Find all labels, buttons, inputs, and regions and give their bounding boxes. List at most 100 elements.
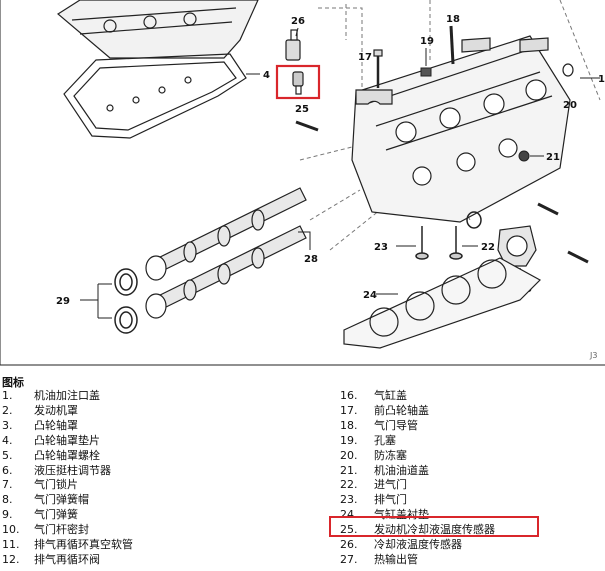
callout-19: 19 — [420, 36, 434, 47]
legend-item: 8. 气门弹簧帽 — [2, 493, 133, 508]
legend-item-number: 19. — [340, 433, 358, 447]
expansion-plug-part — [562, 63, 574, 77]
legend-item-number: 3. — [2, 418, 13, 432]
valve-guide-part — [449, 25, 455, 65]
camshaft-cover-gasket — [63, 53, 247, 139]
legend-item-number: 27. — [340, 552, 358, 566]
legend-item-number: 24. — [340, 508, 358, 522]
legend-highlight-25 — [329, 516, 539, 537]
callout-22: 22 — [481, 242, 495, 253]
cylinder-head — [351, 35, 571, 223]
legend-item-label: 气门导管 — [374, 418, 418, 432]
legend-title: 图标 — [2, 376, 24, 389]
legend-item-label: 气门弹簧帽 — [34, 493, 89, 507]
callout-21: 21 — [546, 152, 560, 163]
legend-item: 9. 气门弹簧 — [2, 508, 133, 523]
legend-item: 24. 气缸盖衬垫 — [340, 508, 495, 523]
legend-item: 6. 液压挺柱调节器 — [2, 464, 133, 479]
legend-item: 25. 发动机冷却液温度传感器 — [340, 523, 495, 538]
legend-item: 4. 凸轮轴罩垫片 — [2, 434, 133, 449]
legend-item-number: 23. — [340, 493, 358, 507]
legend-item: 12. 排气再循环阀 — [2, 553, 133, 568]
callout-26: 26 — [291, 16, 305, 27]
legend-item-label: 发动机冷却液温度传感器 — [374, 523, 495, 537]
legend-item-label: 气门锁片 — [34, 478, 78, 492]
hole-plug-part — [420, 67, 432, 77]
callout-29: 29 — [56, 296, 70, 307]
legend-item-number: 26. — [340, 538, 358, 552]
legend-item-number: 4. — [2, 433, 13, 447]
legend-item: 10.气门杆密封 — [2, 523, 133, 538]
legend-item-label: 孔塞 — [374, 433, 396, 447]
legend-item: 5. 凸轮轴罩螺栓 — [2, 449, 133, 464]
camshaft-caps — [461, 37, 549, 53]
legend-item-label: 热输出管 — [374, 552, 418, 566]
callout-23: 23 — [374, 242, 388, 253]
cylinder-head-gasket — [343, 257, 541, 349]
dowel-pin — [295, 120, 319, 132]
coolant-temp-sensor-part — [285, 29, 301, 61]
legend-item-number: 12. — [2, 552, 20, 566]
engine-coolant-temp-sensor-part — [292, 71, 304, 95]
legend-item-number: 21. — [340, 463, 358, 477]
callout-20: 20 — [563, 100, 577, 111]
legend-item: 27. 热输出管 — [340, 553, 495, 568]
camshaft-cover — [56, 0, 259, 59]
callout-4: 4 — [263, 70, 270, 81]
callout-24: 24 — [363, 290, 377, 301]
legend-item-label: 液压挺柱调节器 — [34, 463, 111, 477]
highlight-box-25 — [275, 64, 321, 100]
legend-item-label: 气门杆密封 — [34, 523, 89, 537]
camshaft-seals — [114, 268, 138, 334]
callout-25: 25 — [295, 104, 309, 115]
legend-item: 26.冷却液温度传感器 — [340, 538, 495, 553]
legend-item: 3. 凸轮轴罩 — [2, 419, 133, 434]
legend-item: 21. 机油油道盖 — [340, 464, 495, 479]
legend-item-number: 18. — [340, 418, 358, 432]
legend-item-label: 进气门 — [374, 478, 407, 492]
legend-item-number: 17. — [340, 403, 358, 417]
legend-item-label: 气门弹簧 — [34, 508, 78, 522]
legend-item-label: 凸轮轴罩 — [34, 418, 78, 432]
legend-item-label: 气缸盖 — [374, 389, 407, 402]
legend-item-number: 25. — [340, 523, 358, 537]
legend-item-label: 凸轮轴罩螺栓 — [34, 448, 100, 462]
legend-item-label: 排气门 — [374, 493, 407, 507]
bolt-part — [567, 250, 589, 264]
legend-item: 11.排气再循环真空软管 — [2, 538, 133, 553]
legend-item-label: 凸轮轴罩垫片 — [34, 433, 100, 447]
callout-28: 28 — [304, 254, 318, 265]
oil-gallery-plug-part — [518, 150, 530, 162]
assembly-dashes — [299, 0, 601, 251]
diagram-frame — [0, 0, 605, 366]
callout-1: 1 — [598, 74, 605, 85]
legend-item: 20.防冻塞 — [340, 449, 495, 464]
legend-item: 19. 孔塞 — [340, 434, 495, 449]
legend-item: 17. 前凸轮轴盖 — [340, 404, 495, 419]
legend-item: 18. 气门导管 — [340, 419, 495, 434]
thermostat-housing-part — [497, 225, 537, 267]
legend-item-number: 5. — [2, 448, 13, 462]
front-camshaft-cap — [355, 49, 393, 105]
stud-part — [537, 202, 559, 216]
callout-17: 17 — [358, 52, 372, 63]
legend-item-number: 20. — [340, 448, 358, 462]
legend-item-number: 9. — [2, 508, 13, 522]
callout-18: 18 — [446, 14, 460, 25]
legend-item-number: 6. — [2, 463, 13, 477]
legend-item-label: 前凸轮轴盖 — [374, 403, 429, 417]
washer-part — [466, 211, 482, 229]
legend-item-label: 机油加注口盖 — [34, 389, 100, 402]
legend-item-number: 7. — [2, 478, 13, 492]
camshafts — [145, 187, 307, 319]
legend-item: 7. 气门锁片 — [2, 478, 133, 493]
legend-item-number: 22. — [340, 478, 358, 492]
legend-item-label: 气缸盖衬垫 — [374, 508, 429, 522]
legend-item-label: 排气再循环阀 — [34, 552, 100, 566]
legend-item: 2.发动机罩 — [2, 404, 133, 419]
legend-item-number: 8. — [2, 493, 13, 507]
legend-item-label: 机油油道盖 — [374, 463, 429, 477]
legend-item-number: 16. — [340, 389, 358, 402]
legend-item-label: 发动机罩 — [34, 403, 78, 417]
